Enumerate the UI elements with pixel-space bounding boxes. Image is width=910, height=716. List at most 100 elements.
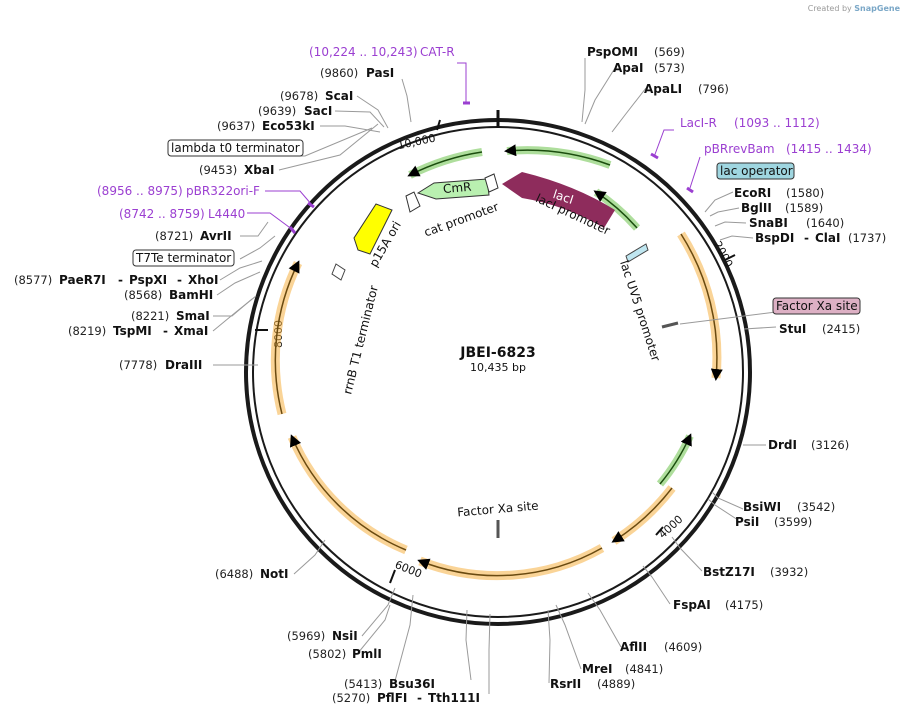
lacuv5-marker — [625, 243, 649, 263]
factorxa-marker-right — [661, 321, 679, 329]
enzyme-aflii-pos: (4609) — [664, 640, 702, 654]
enzyme-bsiwi-pos: (3542) — [797, 500, 835, 514]
tick-6000-label: 6000 — [393, 558, 424, 581]
ori-marker — [405, 191, 421, 213]
lambda-t0-box — [167, 139, 304, 157]
enzyme-aflii: AflII — [620, 640, 647, 654]
enzyme-mrei: MreI — [582, 662, 612, 676]
enzyme-noti-pos: (6488) — [215, 567, 253, 581]
enzyme-psii: PsiI — [735, 515, 759, 529]
snapgene-credit: Created by SnapGene — [808, 4, 900, 13]
t7te-box — [132, 249, 235, 267]
enzyme-bglii-pos: (1589) — [785, 201, 823, 215]
enzyme-rsrii: RsrII — [550, 677, 581, 691]
green-arc-top-left — [408, 148, 483, 179]
orf-arc-left — [270, 261, 303, 416]
enzyme-pasi-pos: (9860) — [320, 66, 358, 80]
enzyme-bamhi-pos: (8568) — [124, 288, 162, 302]
primer-pbrrevbam-range: (1415 .. 1434) — [786, 142, 872, 156]
rrnb-terminator-marker — [331, 263, 346, 281]
cmr-label: CmR — [442, 180, 472, 196]
enzyme-xmai: XmaI — [174, 324, 208, 338]
p15a-ori-feature — [353, 203, 393, 255]
primer-laci-r-name: LacI-R — [680, 116, 717, 130]
enzyme-pflfi-pos: (5270) — [332, 691, 370, 705]
enzyme-paer7i-sep: - — [118, 273, 123, 287]
enzyme-nsii: NsiI — [332, 629, 358, 643]
enzyme-pflfi-sep: - — [417, 691, 422, 705]
orf-arc-left-bottom-line — [289, 434, 407, 551]
enzyme-bsu36i-pos: (5413) — [344, 677, 382, 691]
laci-label: lacI — [551, 187, 575, 207]
green-arc-right-line — [659, 433, 692, 485]
orf-arc-bottom-line — [417, 547, 603, 577]
enzyme-noti: NotI — [260, 567, 289, 581]
tick-2000-label: 2000 — [711, 239, 736, 270]
enzyme-tspmi: TspMI — [113, 324, 152, 338]
primer-l4440-name: L4440 — [208, 207, 245, 221]
tick-4000 — [655, 526, 664, 536]
enzyme-fspai-pos: (4175) — [725, 598, 763, 612]
enzyme-pspomi: PspOMI — [587, 45, 638, 59]
factorxa-box — [772, 297, 861, 315]
enzyme-pflfi: PflFI — [377, 691, 407, 705]
tick-10000 — [436, 119, 441, 131]
enzyme-ecori: EcoRI — [734, 186, 771, 200]
primer-pbr322ori-f-name: pBR322ori-F — [186, 184, 260, 198]
enzyme-mrei-pos: (4841) — [625, 662, 663, 676]
green-arc-top-left-line — [407, 151, 483, 177]
enzyme-stui-pos: (2415) — [822, 322, 860, 336]
plasmid-name: JBEI-6823 — [459, 345, 535, 361]
enzyme-rsrii-pos: (4889) — [597, 677, 635, 691]
green-arc-top-line — [504, 144, 611, 166]
enzyme-ecori-pos: (1580) — [786, 186, 824, 200]
orf-arc-right-line — [680, 233, 723, 381]
plasmid-length: 10,435 bp — [470, 361, 526, 374]
primer-cat-r-range: (10,224 .. 10,243) — [309, 45, 418, 59]
enzyme-pasi: PasI — [366, 66, 394, 80]
enzyme-bsiwi: BsiWI — [743, 500, 781, 514]
green-arc-top-right-line — [593, 190, 638, 229]
tick-2000 — [724, 254, 736, 261]
enzyme-xbai-pos: (9453) — [199, 163, 237, 177]
cat-promoter-label: cat promoter — [422, 200, 500, 240]
enzyme-pmli-pos: (5802) — [308, 647, 346, 661]
lac-operator-box — [716, 162, 795, 180]
enzyme-bamhi: BamHI — [169, 288, 213, 302]
tick-4000-label: 4000 — [656, 513, 686, 541]
enzyme-clai: ClaI — [815, 231, 840, 245]
enzyme-smai-pos: (8221) — [131, 309, 169, 323]
primer-l4440-range: (8742 .. 8759) — [119, 207, 205, 221]
primer-cat-r-name: CAT-R — [420, 45, 455, 59]
orf-arc-left-line — [274, 260, 300, 415]
enzyme-pspxi-sep: - — [177, 273, 182, 287]
enzyme-nsii-pos: (5969) — [287, 629, 325, 643]
enzyme-snabi: SnaBI — [749, 216, 788, 230]
primer-pbrrevbam-name: pBRrevBam — [704, 142, 775, 156]
lambda-t0-label: lambda t0 terminator — [171, 141, 300, 155]
enzyme-bstz17i-pos: (3932) — [770, 565, 808, 579]
enzyme-pmli: PmlI — [352, 647, 382, 661]
credit-prefix: Created by — [807, 4, 852, 13]
enzyme-smai: SmaI — [176, 309, 210, 323]
enzyme-stui: StuI — [779, 322, 806, 336]
enzyme-avrii: AvrII — [200, 229, 232, 243]
laci-feature — [502, 172, 615, 228]
enzyme-saci: SacI — [304, 104, 332, 118]
enzyme-saci-pos: (9639) — [258, 104, 296, 118]
enzyme-snabi-pos: (1640) — [806, 216, 844, 230]
enzyme-fspai: FspAI — [673, 598, 711, 612]
tick-10000-label: 10,000 — [396, 131, 436, 152]
enzyme-bspdi-pos: (1737) — [848, 231, 886, 245]
rrnb-label: rrnB T1 terminator — [340, 284, 381, 396]
enzyme-leaders — [212, 58, 777, 694]
orf-arc-bottom-right-line — [611, 487, 673, 543]
cat-promoter-arrow — [484, 173, 499, 193]
green-arc-right — [656, 434, 694, 487]
lac-operator-label: lac operator — [720, 164, 793, 178]
enzyme-bstz17i: BstZ17I — [703, 565, 755, 579]
enzyme-bspdi: BspDI — [755, 231, 794, 245]
enzyme-apai: ApaI — [613, 61, 643, 75]
enzyme-scai-pos: (9678) — [280, 89, 318, 103]
